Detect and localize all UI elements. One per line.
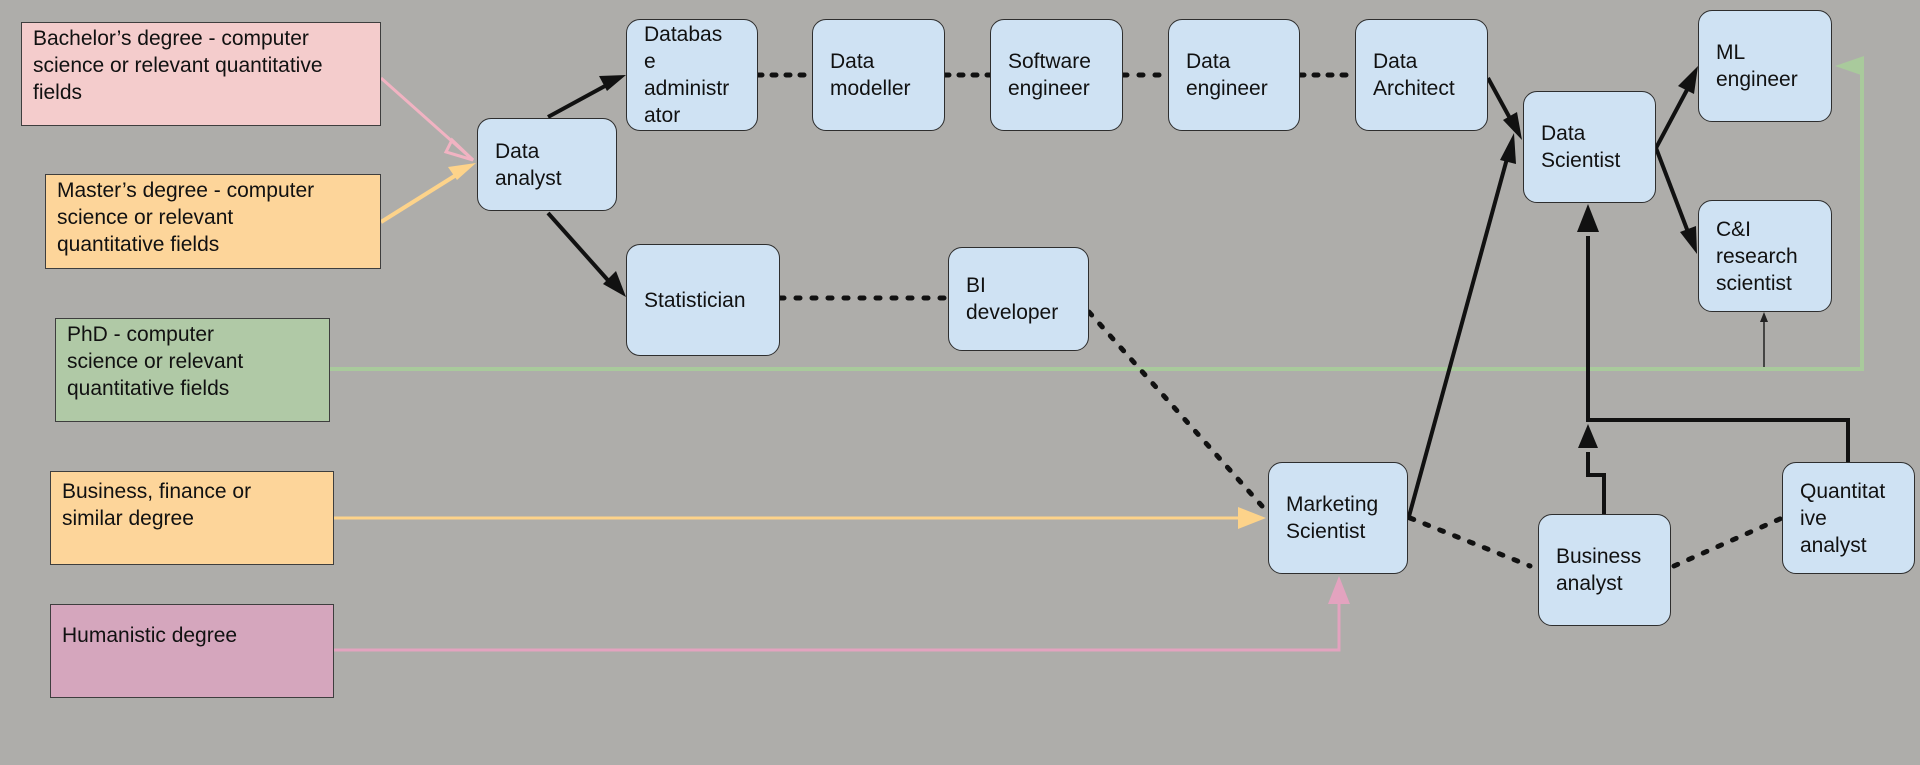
- edge-data-scientist-to-ml-engineer: [1654, 87, 1690, 149]
- role-data-architect: Data Architect: [1355, 19, 1488, 131]
- role-label: Software engineer: [1008, 50, 1091, 100]
- role-label: Databas e administr ator: [644, 23, 730, 127]
- arrowhead: [1678, 66, 1698, 94]
- master-degree-box: Master’s degree - computer science or re…: [45, 174, 381, 269]
- edge-business-analyst-to-quantitative-analyst: [1671, 515, 1785, 569]
- edge-data-analyst-to-statistician: [546, 211, 616, 289]
- edge-marketing-scientist-to-data-scientist: [1406, 154, 1510, 521]
- role-data-engineer: Data engineer: [1168, 19, 1300, 131]
- open-arrowhead: [443, 137, 475, 162]
- arrowhead: [1760, 312, 1768, 322]
- humanistic-degree-box: Humanistic degree: [50, 604, 334, 698]
- business-degree-box: Business, finance or similar degree: [50, 471, 334, 565]
- edge-data-architect-to-data-scientist: [1486, 77, 1514, 123]
- role-software-engineer: Software engineer: [990, 19, 1123, 131]
- arrowhead: [1238, 507, 1266, 529]
- edge-humanistic-to-marketing-scientist: [334, 598, 1341, 652]
- role-label: BI developer: [966, 274, 1059, 324]
- arrowhead: [1835, 56, 1864, 76]
- role-label: Statistician: [644, 288, 746, 312]
- arrowhead: [1577, 204, 1599, 232]
- arrowhead: [1500, 133, 1516, 164]
- edge-phd-to-ml-engineer: [330, 66, 1864, 371]
- edge-marketing-scientist-to-business-analyst: [1407, 515, 1533, 569]
- edge-quantitative-analyst-to-data-scientist: [1586, 236, 1850, 462]
- phd-degree-box: PhD - computer science or relevant quant…: [55, 318, 330, 422]
- arrowhead: [448, 163, 476, 180]
- role-label: Data analyst: [495, 139, 562, 190]
- role-label: Data modeller: [830, 50, 911, 100]
- edge-bi-developer-to-marketing-scientist: [1086, 309, 1265, 509]
- arrowhead: [599, 75, 626, 91]
- role-bi-developer: BI developer: [948, 247, 1089, 351]
- role-label: C&I research scientist: [1716, 217, 1798, 295]
- role-business-analyst: Business analyst: [1538, 514, 1671, 626]
- role-label: Quantitat ive analyst: [1800, 479, 1886, 557]
- role-database-administrator: Databas e administr ator: [626, 19, 758, 131]
- bachelor-degree-box: Bachelor’s degree - computer science or …: [21, 22, 381, 126]
- role-ml-engineer: ML engineer: [1698, 10, 1832, 122]
- arrowhead: [1503, 112, 1522, 140]
- role-marketing-scientist: Marketing Scientist: [1268, 462, 1408, 574]
- role-data-analyst: Data analyst: [477, 118, 617, 211]
- role-data-scientist: Data Scientist: [1523, 91, 1656, 203]
- arrowhead: [1680, 226, 1697, 254]
- edge-data-scientist-to-ci-research-scientist: [1654, 147, 1690, 233]
- edge-business-analyst-to-data-scientist: [1586, 452, 1606, 514]
- role-statistician: Statistician: [626, 244, 780, 356]
- arrowhead: [603, 271, 626, 297]
- role-label: Marketing Scientist: [1286, 493, 1379, 543]
- arrowhead: [1328, 576, 1350, 604]
- role-label: Business analyst: [1556, 545, 1642, 595]
- role-data-modeller: Data modeller: [812, 19, 945, 131]
- edge-master-to-data-analyst: [379, 170, 463, 224]
- role-label: ML engineer: [1716, 41, 1798, 91]
- role-ci-research-scientist: C&I research scientist: [1698, 200, 1832, 312]
- role-label: Data engineer: [1186, 50, 1268, 100]
- role-label: Data Architect: [1373, 50, 1455, 100]
- role-quantitative-analyst: Quantitat ive analyst: [1782, 462, 1915, 574]
- role-label: Data Scientist: [1541, 122, 1621, 172]
- arrowhead: [1578, 424, 1598, 448]
